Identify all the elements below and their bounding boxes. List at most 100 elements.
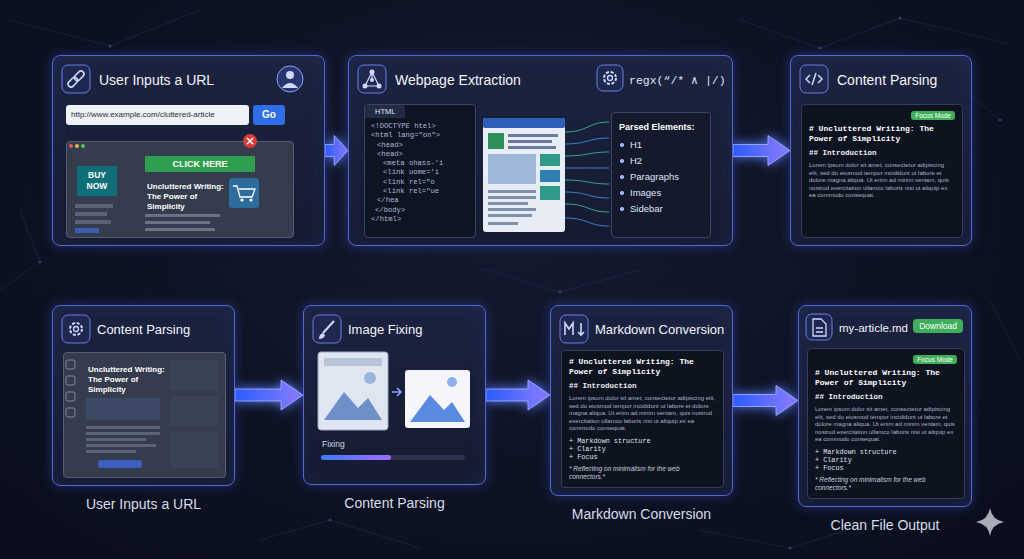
list-item: + Clarity — [815, 456, 957, 464]
network-dots — [788, 546, 791, 549]
network-dots — [898, 16, 901, 19]
network-icon — [370, 70, 375, 75]
page-mockup-blocks — [86, 438, 146, 441]
webpage-thumbnail — [488, 196, 536, 199]
extraction-fibers — [565, 168, 609, 169]
step-caption: Content Parsing — [344, 495, 444, 511]
progress-bar — [321, 455, 465, 460]
brush-icon — [323, 321, 334, 333]
page-mockup-blocks — [170, 396, 218, 426]
image-after — [410, 395, 465, 422]
list-item: Sidebar — [619, 201, 703, 217]
markdown-icon — [560, 315, 588, 343]
brush-icon — [319, 333, 325, 339]
clutter-blocks — [145, 221, 210, 224]
page-mockup-blocks — [86, 450, 136, 453]
code-line: <link uome='i — [365, 168, 475, 177]
gear-icon — [608, 76, 613, 81]
code-icon — [800, 65, 828, 93]
webpage-thumbnail — [540, 170, 560, 182]
code-line: <link rel="o — [365, 178, 475, 187]
list-item: Images — [619, 185, 703, 201]
webpage-thumbnail — [508, 146, 556, 149]
network-icon — [358, 65, 386, 93]
gear-icon — [74, 327, 79, 332]
markdown-heading: # Uncluttered Writing: The Power of Simp… — [815, 368, 957, 388]
parsed-elements-box: Parsed Elements:H1H2ParagraphsImagesSide… — [611, 112, 711, 238]
button-label: Go — [253, 105, 285, 125]
webpage-thumbnail — [488, 214, 532, 217]
list-item: + Markdown structure — [815, 448, 957, 456]
clutter-blocks — [145, 228, 215, 231]
browser-chrome — [69, 144, 73, 148]
image-after — [447, 377, 457, 387]
code-line: <link rel="ue — [365, 187, 475, 196]
page-mockup-blocks — [86, 444, 156, 447]
image-before — [324, 358, 382, 366]
step-title: Image Fixing — [348, 322, 422, 337]
user-avatar — [277, 66, 303, 92]
image-after — [405, 370, 470, 428]
regex-text: regx(“/* ∧ |/) — [629, 73, 726, 87]
webpage-thumbnail — [540, 186, 560, 200]
user-avatar — [282, 83, 298, 88]
webpage-thumbnail — [488, 133, 504, 149]
network-lines — [0, 10, 1020, 548]
network-dots — [38, 260, 41, 263]
status-text: Fixing — [322, 439, 345, 449]
browser-chrome — [81, 144, 85, 148]
markdown-heading: # Uncluttered Writing: The Power of Simp… — [569, 357, 716, 377]
list-item: H2 — [619, 153, 703, 169]
network-icon — [370, 78, 374, 82]
network-dots — [818, 46, 821, 49]
page-mockup-blocks — [98, 460, 142, 468]
flow-arrow — [733, 386, 798, 416]
progress-bar — [321, 455, 391, 460]
code-line: <html lang="on"> — [365, 131, 475, 140]
network-dots — [38, 16, 1001, 549]
webpage-thumbnail — [488, 208, 536, 211]
code-icon — [806, 73, 822, 85]
mode-badge: Focus Mode — [911, 111, 955, 120]
clutter-blocks — [75, 220, 111, 224]
step-title: User Inputs a URL — [99, 72, 214, 88]
mode-badge: Focus Mode — [913, 355, 957, 364]
page-mockup-blocks — [86, 432, 160, 435]
network-dots — [998, 118, 1001, 121]
user-avatar — [286, 71, 294, 79]
step-caption: Markdown Conversion — [572, 506, 711, 522]
ad-banner: CLICK HERE — [145, 156, 255, 172]
list-item: + Markdown structure — [569, 437, 716, 445]
network-lines — [0, 10, 1020, 548]
flow-arrow — [235, 380, 303, 410]
flow-arrow — [486, 380, 550, 410]
code-line: </hea — [365, 196, 475, 205]
network-icon — [358, 65, 386, 93]
gear-icon — [604, 72, 616, 84]
progress-bar — [321, 455, 465, 460]
list-item: + Focus — [815, 464, 957, 472]
user-avatar — [277, 66, 303, 92]
image-before — [364, 372, 376, 384]
image-before — [318, 352, 388, 430]
clutter-blocks — [75, 228, 99, 233]
clutter-blocks — [75, 212, 107, 216]
step-caption: User Inputs a URL — [86, 496, 201, 512]
network-dots — [558, 290, 561, 293]
webpage-thumbnail — [488, 202, 528, 205]
footnote: * Reflecting on minimalism for the web c… — [569, 465, 716, 481]
gear-icon — [70, 323, 82, 335]
webpage-thumbnail — [488, 190, 536, 193]
file-icon — [806, 314, 832, 340]
webpage-thumbnail — [508, 140, 552, 143]
code-line: </html> — [365, 215, 475, 224]
webpage-thumbnail — [483, 118, 565, 128]
footnote: * Reflecting on minimalism for the web c… — [815, 476, 957, 492]
webpage-thumbnail — [508, 134, 558, 137]
gear-icon — [62, 315, 90, 343]
code-line: <head> — [365, 150, 475, 159]
browser-chrome — [247, 138, 253, 144]
markdown-subheading: ## Introduction — [809, 149, 955, 158]
step-title: Markdown Conversion — [595, 322, 724, 337]
